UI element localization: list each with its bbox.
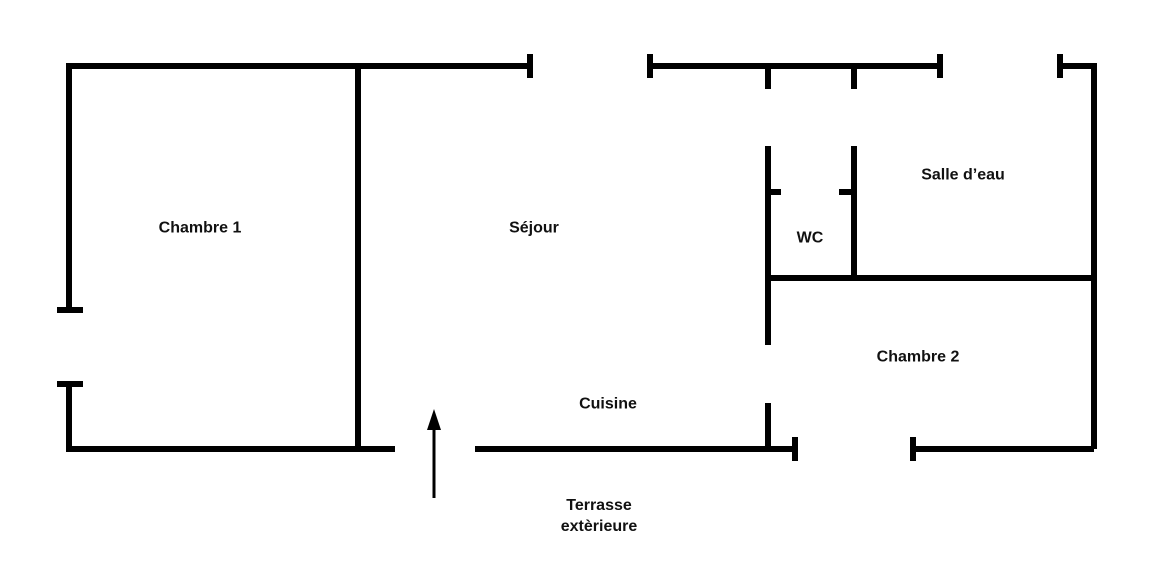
entrance-label-line1: Terrasse [566, 497, 632, 514]
room-label-chambre2: Chambre 2 [876, 348, 960, 366]
arrow-up-icon [427, 409, 441, 498]
room-label-wc: WC [796, 229, 824, 247]
wall-bottom-left [66, 384, 395, 452]
room-label-sejour: Séjour [509, 219, 559, 237]
wall-top-left [66, 63, 530, 310]
entrance-label: Terrasse extèrieure [561, 495, 638, 537]
room-label-cuisine: Cuisine [579, 395, 637, 413]
arrow-head [427, 409, 441, 430]
room-label-chambre1: Chambre 1 [158, 219, 242, 237]
wall-right [1060, 63, 1097, 449]
room-label-salle-deau: Salle d’eau [921, 166, 1005, 184]
entrance-label-line2: extèrieure [560, 518, 638, 535]
